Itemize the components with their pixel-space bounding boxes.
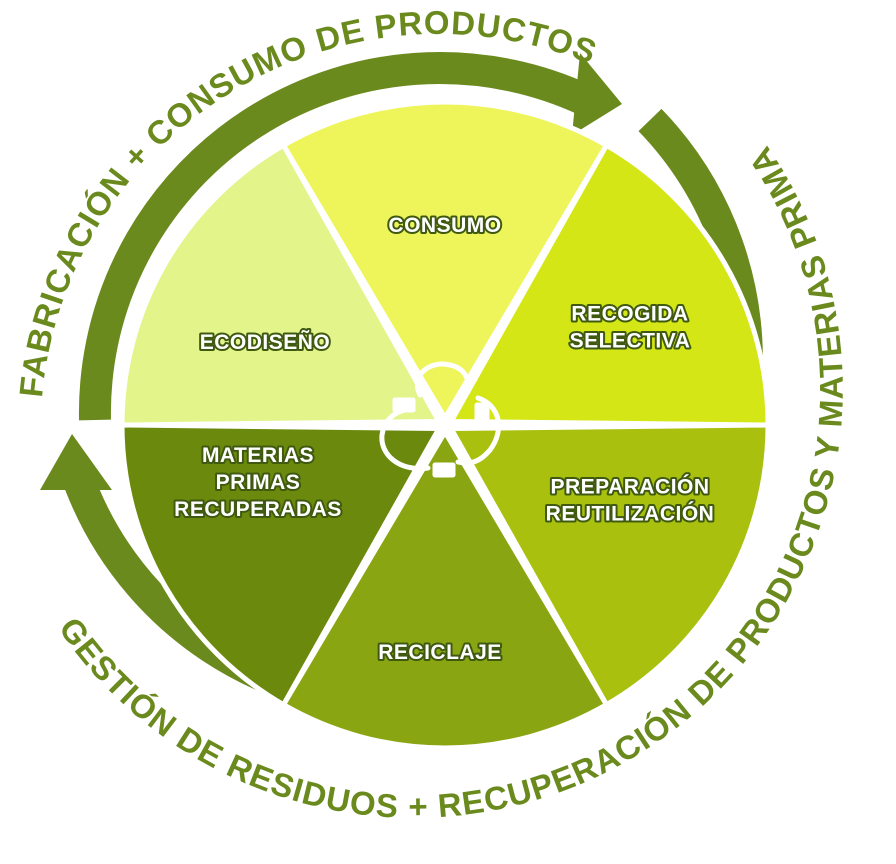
segment-preparacion [446, 422, 771, 709]
bottom-arc-arrowhead [40, 434, 112, 490]
segment-label-line: RECOGIDA [571, 303, 688, 326]
segment-label-line: RECUPERADAS [174, 498, 342, 521]
segment-label-line: REUTILIZACIÓN [546, 502, 715, 526]
segment-label-line: ECODISEÑO [200, 331, 331, 354]
center-recycle-plug-icon [379, 361, 501, 478]
top-arc-arrow-band [78, 52, 592, 421]
segment-label-ecodiseno: ECODISEÑO [200, 331, 331, 354]
segment-label-recogida: RECOGIDA SELECTIVA [570, 303, 691, 353]
segment-label-preparacion: PREPARACIÓN REUTILIZACIÓN [546, 475, 715, 526]
segment-label-line: SELECTIVA [570, 330, 691, 353]
segment-label-line: PRIMAS [216, 471, 301, 494]
segment-label-line: CONSUMO [388, 214, 501, 237]
segment-recogida [446, 141, 771, 428]
segment-label-line: MATERIAS [202, 444, 314, 467]
segment-ecodiseno [119, 141, 444, 428]
segment-reciclaje [280, 427, 610, 751]
segment-label-consumo: CONSUMO [388, 214, 501, 237]
top-arc-arrowhead [572, 53, 622, 135]
segment-label-line: PREPARACIÓN [550, 475, 709, 499]
segment-label-materias: MATERIAS PRIMAS RECUPERADAS [174, 444, 342, 521]
wheel: CONSUMO RECOGIDA SELECTIVA PREPARACIÓN REUTI… [119, 99, 771, 751]
segment-label-line: RECICLAJE [378, 641, 502, 664]
segment-label-reciclaje: RECICLAJE [378, 641, 502, 664]
segment-consumo [280, 99, 610, 423]
segment-materias [119, 422, 444, 709]
